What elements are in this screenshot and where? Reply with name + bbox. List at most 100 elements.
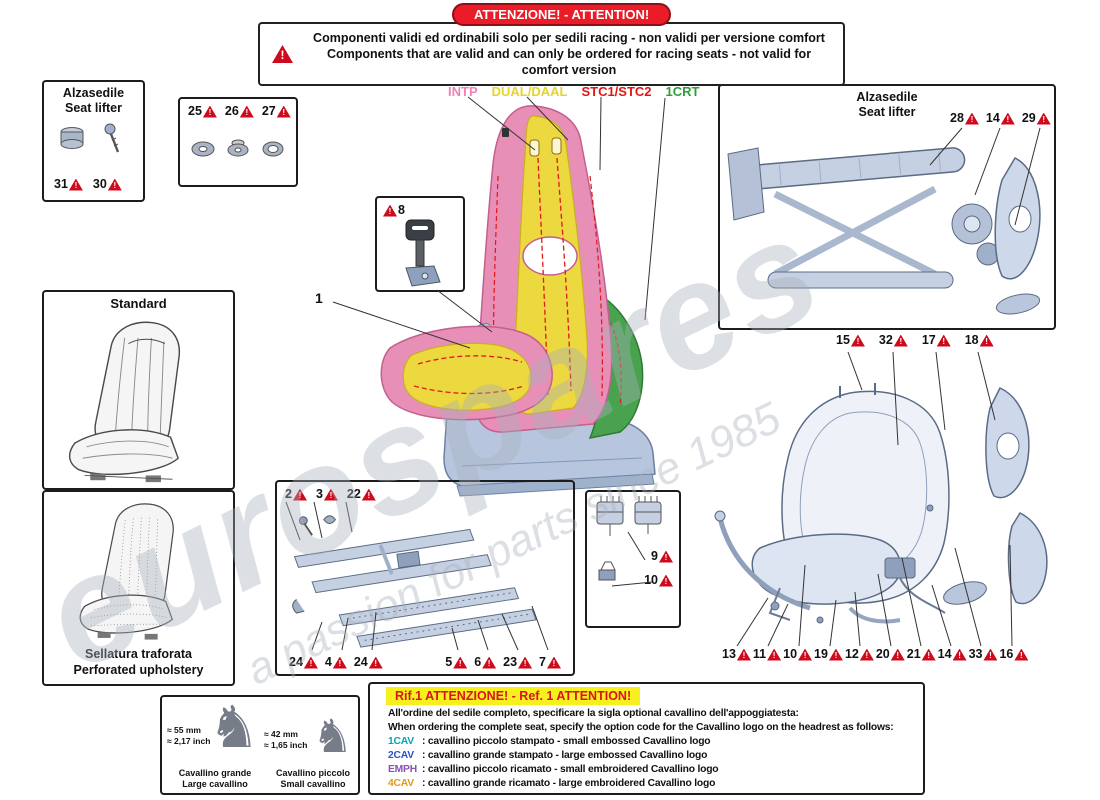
cavallino-option-2cav: 2CAV: cavallino grande stampato - large … [388, 750, 708, 761]
upholstery-code-legend: INTP DUAL/DAAL STC1/STC2 1CRT [448, 84, 699, 99]
part-number-28[interactable]: 28 [950, 112, 979, 125]
part-number-21[interactable]: 21 [907, 648, 936, 661]
main-seat-illustration [380, 105, 656, 497]
part-number-1[interactable]: 1 [315, 290, 323, 306]
part-number-25[interactable]: 25 [188, 105, 217, 118]
part-number-3[interactable]: 3 [316, 488, 338, 501]
warning-triangle-icon [659, 575, 673, 587]
part-number-32[interactable]: 32 [879, 334, 908, 347]
part-number-19[interactable]: 19 [814, 648, 843, 661]
part-number-18[interactable]: 18 [965, 334, 994, 347]
legend-item-dual: DUAL/DAAL [491, 84, 568, 99]
part-number-23[interactable]: 23 [503, 656, 532, 669]
warning-triangle-icon [829, 649, 843, 661]
part-number-16[interactable]: 16 [999, 648, 1028, 661]
warning-triangle-icon [894, 335, 908, 347]
small-cavallino-label: Cavallino piccolo Small cavallino [275, 768, 351, 789]
part-number-33[interactable]: 33 [969, 648, 998, 661]
seat-lifter-right-title: Alzasedile Seat lifter [856, 90, 918, 119]
racing-seats-notice-box: Componenti validi ed ordinabili solo per… [258, 22, 845, 86]
warning-triangle-icon [547, 657, 561, 669]
cavallino-sizes-box: ≈ 55 mm ≈ 2,17 inch ♞ ≈ 42 mm ≈ 1,65 inc… [160, 695, 360, 795]
large-cavallino-label: Cavallino grande Large cavallino [178, 768, 252, 789]
warning-triangle-icon [1037, 113, 1051, 125]
part-number-4[interactable]: 4 [325, 656, 347, 669]
part-number-15[interactable]: 15 [836, 334, 865, 347]
part-number-31[interactable]: 31 [54, 178, 83, 191]
legend-item-stc: STC1/STC2 [581, 84, 652, 99]
warning-triangle-icon [277, 106, 291, 118]
warning-triangle-icon [240, 106, 254, 118]
notice-line-it: Componenti validi ed ordinabili solo per… [313, 31, 825, 45]
part-number-29[interactable]: 29 [1022, 112, 1051, 125]
option-text: : cavallino piccolo stampato - small emb… [422, 736, 711, 747]
part-number-8[interactable]: 8 [383, 204, 405, 217]
part-number-24[interactable]: 24 [289, 656, 318, 669]
warning-triangle-icon [293, 489, 307, 501]
seat-lifter-left-title: Alzasedile Seat lifter [62, 86, 125, 115]
belt-buckle-box: 8 [375, 196, 465, 292]
part-number-12[interactable]: 12 [845, 648, 874, 661]
part-number-11[interactable]: 11 [753, 648, 781, 661]
part-number-20[interactable]: 20 [876, 648, 905, 661]
warning-triangle-icon [304, 657, 318, 669]
warning-triangle-icon [767, 649, 781, 661]
part-number-10[interactable]: 10 [644, 574, 673, 587]
part-number-6[interactable]: 6 [474, 656, 496, 669]
standard-title: Standard [110, 296, 167, 311]
standard-seat-illustration [68, 321, 180, 483]
seat-lifter-parts-icon [60, 123, 119, 153]
part-number-10b[interactable]: 10 [783, 648, 812, 661]
option-text: : cavallino grande stampato - large embo… [422, 750, 708, 761]
part-number-13[interactable]: 13 [722, 648, 751, 661]
cavallino-option-emph: EMPH: cavallino piccolo ricamato - small… [388, 764, 719, 775]
attention-banner: ATTENZIONE! - ATTENTION! [452, 3, 672, 26]
cavallino-option-4cav: 4CAV: cavallino grande ricamato - large … [388, 778, 716, 789]
perforated-label: Sellatura traforata Perforated upholster… [73, 647, 204, 677]
legend-item-1crt: 1CRT [665, 84, 700, 99]
small-cavallino-size: ≈ 42 mm ≈ 1,65 inch [264, 729, 308, 750]
grommets-box: 25 26 27 [178, 97, 298, 187]
part-number-26[interactable]: 26 [225, 105, 254, 118]
seat-lifter-left-box: Alzasedile Seat lifter 31 30 [42, 80, 145, 202]
warning-triangle-icon [1001, 113, 1015, 125]
warning-triangle-icon [333, 657, 347, 669]
warning-triangle-icon [860, 649, 874, 661]
warning-triangle-icon [324, 489, 338, 501]
standard-seat-box: Standard [42, 290, 235, 490]
large-cavallino-size: ≈ 55 mm ≈ 2,17 inch [167, 725, 211, 746]
cavallino-option-1cav: 1CAV: cavallino piccolo stampato - small… [388, 736, 711, 747]
warning-triangle-icon [203, 106, 217, 118]
seat-lifter-frame-illustration [727, 147, 1041, 315]
warning-triangle-icon [482, 657, 496, 669]
part-number-30[interactable]: 30 [93, 178, 122, 191]
warning-triangle-icon [980, 335, 994, 347]
warning-triangle-icon [362, 489, 376, 501]
part-number-5[interactable]: 5 [445, 656, 467, 669]
warning-triangle-icon [1014, 649, 1028, 661]
warning-triangle-icon [891, 649, 905, 661]
perforated-seat-illustration [79, 503, 174, 640]
warning-triangle-icon [953, 649, 967, 661]
seat-rails-box: 2 3 22 24 4 24 5 6 23 7 [275, 480, 575, 676]
ref1-intro-it: All'ordine del sedile completo, specific… [388, 708, 799, 719]
part-number-9[interactable]: 9 [651, 550, 673, 563]
part-number-14[interactable]: 14 [986, 112, 1015, 125]
small-cavallino-horse-icon: ♞ [312, 710, 354, 762]
warning-triangle-icon [851, 335, 865, 347]
ref1-title: Rif.1 ATTENZIONE! - Ref. 1 ATTENTION! [386, 687, 641, 705]
connectors-icon [596, 496, 662, 581]
part-number-22[interactable]: 22 [347, 488, 376, 501]
part-number-14b[interactable]: 14 [938, 648, 967, 661]
exploded-seat-illustration [714, 383, 1048, 624]
warning-triangle-icon [922, 649, 936, 661]
part-number-24b[interactable]: 24 [354, 656, 383, 669]
part-number-7[interactable]: 7 [539, 656, 561, 669]
warning-triangle-icon [272, 45, 293, 63]
ref1-intro-en: When ordering the complete seat, specify… [388, 722, 894, 733]
part-number-2[interactable]: 2 [285, 488, 307, 501]
part-number-17[interactable]: 17 [922, 334, 951, 347]
part-number-27[interactable]: 27 [262, 105, 291, 118]
